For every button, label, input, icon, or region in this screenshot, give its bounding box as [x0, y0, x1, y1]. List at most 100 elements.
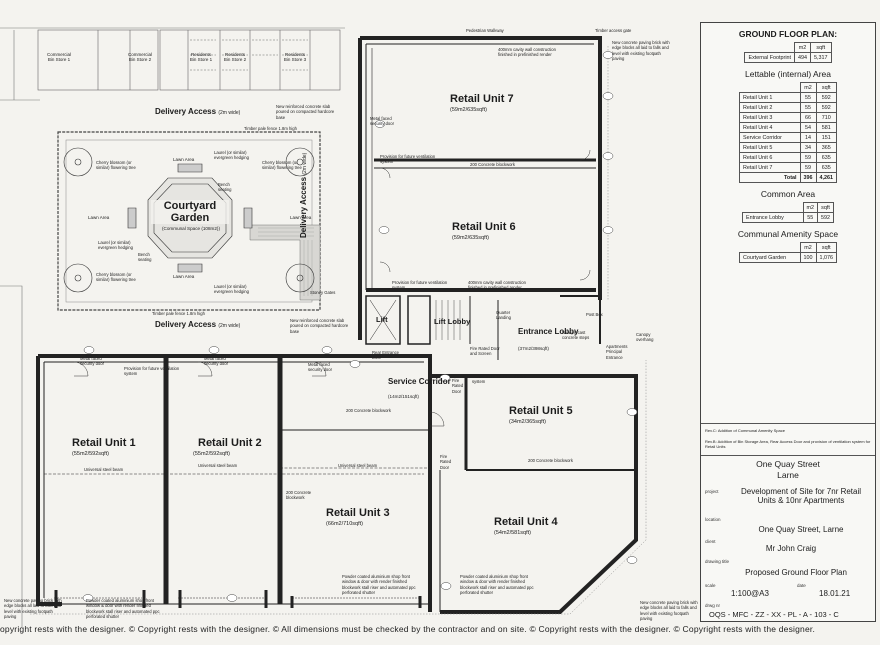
paving-note: New concrete paving brick with edge bloc… [4, 598, 62, 619]
client-label: client [705, 539, 716, 544]
entrance-lobby-label: Entrance Lobby [518, 327, 579, 336]
bin-store-label: Residents Bin Store 2 [223, 52, 247, 62]
courtyard-area: (Communal Space (108m2)) [162, 226, 220, 231]
unit-2-area: (55m2/592sqft) [193, 451, 230, 457]
project-town: Larne [777, 470, 799, 480]
plan-heading: GROUND FLOOR PLAN: [738, 29, 838, 39]
gate-note: Timber access gate [595, 28, 632, 33]
steps-note: New precast concrete steps [562, 330, 590, 341]
unit-5-name: Retail Unit 5 [509, 405, 573, 417]
lift-lobby-label: Lift Lobby [434, 317, 471, 326]
blockwork-note: 200 Concrete blockwork [470, 162, 515, 167]
copyright-footer: opyright rests with the designer. © Copy… [0, 624, 816, 634]
window-tags [82, 51, 638, 602]
drawing-number: OQS - MFC - ZZ - XX - PL - A - 103 - C [709, 610, 839, 619]
blockwork-note: 200 Concrete blockwork [346, 408, 391, 413]
security-door-note: Metal faced security door [308, 362, 332, 373]
fire-door-note: Fire Rated Door and Screen [470, 346, 500, 357]
revision-b: Rev.B: Addition of Bin Storage Area, Rea… [705, 439, 871, 449]
lawn-label: Lawn Area [173, 274, 195, 279]
lawn-label: Lawn Area [88, 215, 110, 220]
slab-note: New reinforced concrete slab poured on c… [290, 318, 349, 334]
delivery-access-bottom: Delivery Access (2m wide) [155, 320, 241, 329]
service-corridor-area: (14m2/151sqft) [388, 394, 419, 399]
vent-note: Provision for future ventilation system [124, 366, 180, 377]
unit-5-area: (34m2/365sqft) [509, 419, 546, 425]
drawing-title-label: drawing title [705, 559, 730, 564]
tree-note: Cherry blossom (or similar) flowering tr… [262, 160, 302, 171]
pedestrian-note: Pedestrian Walkway [466, 28, 504, 33]
bin-store-label: Commercial Bin Store 2 [127, 52, 152, 62]
fence-note: Timber pale fence 1.8m high [152, 311, 205, 316]
canopy-note: Canopy overhang [636, 332, 654, 343]
unit-2-name: Retail Unit 2 [198, 437, 262, 449]
quarter-landing-note: Quarter Landing [496, 310, 511, 321]
site-context-lines [0, 27, 345, 628]
tree-note: Cherry blossom (or similar) flowering tr… [96, 160, 136, 171]
unit-4-name: Retail Unit 4 [494, 516, 558, 528]
lawn-label: Lawn Area [290, 215, 312, 220]
scale-value: 1:100@A3 [731, 589, 769, 598]
fence-note: Timber pale fence 1.8m high [244, 126, 297, 131]
door-swings [73, 149, 591, 427]
lift-label: Lift [376, 315, 388, 324]
lawn-label: Lawn Area [173, 157, 195, 162]
project-name: One Quay Street [756, 459, 820, 469]
wall-note: 400mm cavity wall construction finished … [468, 280, 526, 291]
hedge-note: Laurel (or similar) evergreen hedging [98, 240, 133, 251]
unit-6-name: Retail Unit 6 [452, 221, 516, 233]
gate-note: Stoney Gates [310, 290, 336, 295]
shopfront-note: Powder coated aluminium shop front windo… [342, 574, 416, 595]
date-label: date [797, 583, 806, 588]
date-value: 18.01.21 [819, 589, 851, 598]
location-value: One Quay Street, Larne [758, 525, 844, 534]
unit-1-area: (55m2/592sqft) [72, 451, 109, 457]
steel-note: Universal steel beam [84, 467, 124, 472]
bench-note: Bench seating [218, 182, 232, 193]
unit-4-area: (54m2/581sqft) [494, 530, 531, 536]
lettable-title: Lettable (internal) Area [745, 69, 831, 79]
vent-note: Provision for future ventilation system [392, 280, 448, 291]
vent-note: Provision for future ventilation system [380, 154, 436, 165]
common-area-title: Common Area [760, 189, 816, 199]
unit-1-name: Retail Unit 1 [72, 437, 136, 449]
paving-note: New concrete paving brick with edge bloc… [612, 40, 670, 61]
drawing-number-label: drwg nr [705, 603, 721, 608]
paving-note: New concrete paving brick with edge bloc… [640, 600, 698, 621]
amenity-title: Communal Amenity Space [737, 229, 839, 239]
bin-store-label: Residents Bin Store 1 [189, 52, 213, 62]
shopfront-note: Powder coated aluminium shop front windo… [460, 574, 534, 595]
unit-3-area: (66m2/710sqft) [326, 521, 363, 527]
service-corridor-label: Service Corridor [388, 377, 451, 386]
paving-path [249, 224, 321, 301]
project-label: project [705, 489, 719, 494]
slab-note: New reinforced concrete slab poured on c… [276, 104, 335, 120]
unit-6-area: (59m2/635sqft) [452, 235, 489, 241]
security-door-note: Metal faced security door [370, 116, 394, 127]
rear-door-note: Rear Entrance Door [372, 350, 399, 361]
upper-block-walls [358, 36, 602, 340]
bench-note: Bench seating [138, 252, 152, 263]
blockwork-note: 200 Concrete blockwork [528, 458, 573, 463]
bin-store-label: Residents Bin Store 3 [283, 52, 307, 62]
hedge-note: Laurel (or similar) evergreen hedging [214, 284, 249, 295]
drawing-title: Proposed Ground Floor Plan [745, 568, 847, 577]
core [365, 295, 601, 360]
apartments-entrance-note: Apartments Principal Entrance [606, 344, 628, 360]
scale-label: scale [705, 583, 716, 588]
unit-7-area: (59m2/635sqft) [450, 107, 487, 113]
